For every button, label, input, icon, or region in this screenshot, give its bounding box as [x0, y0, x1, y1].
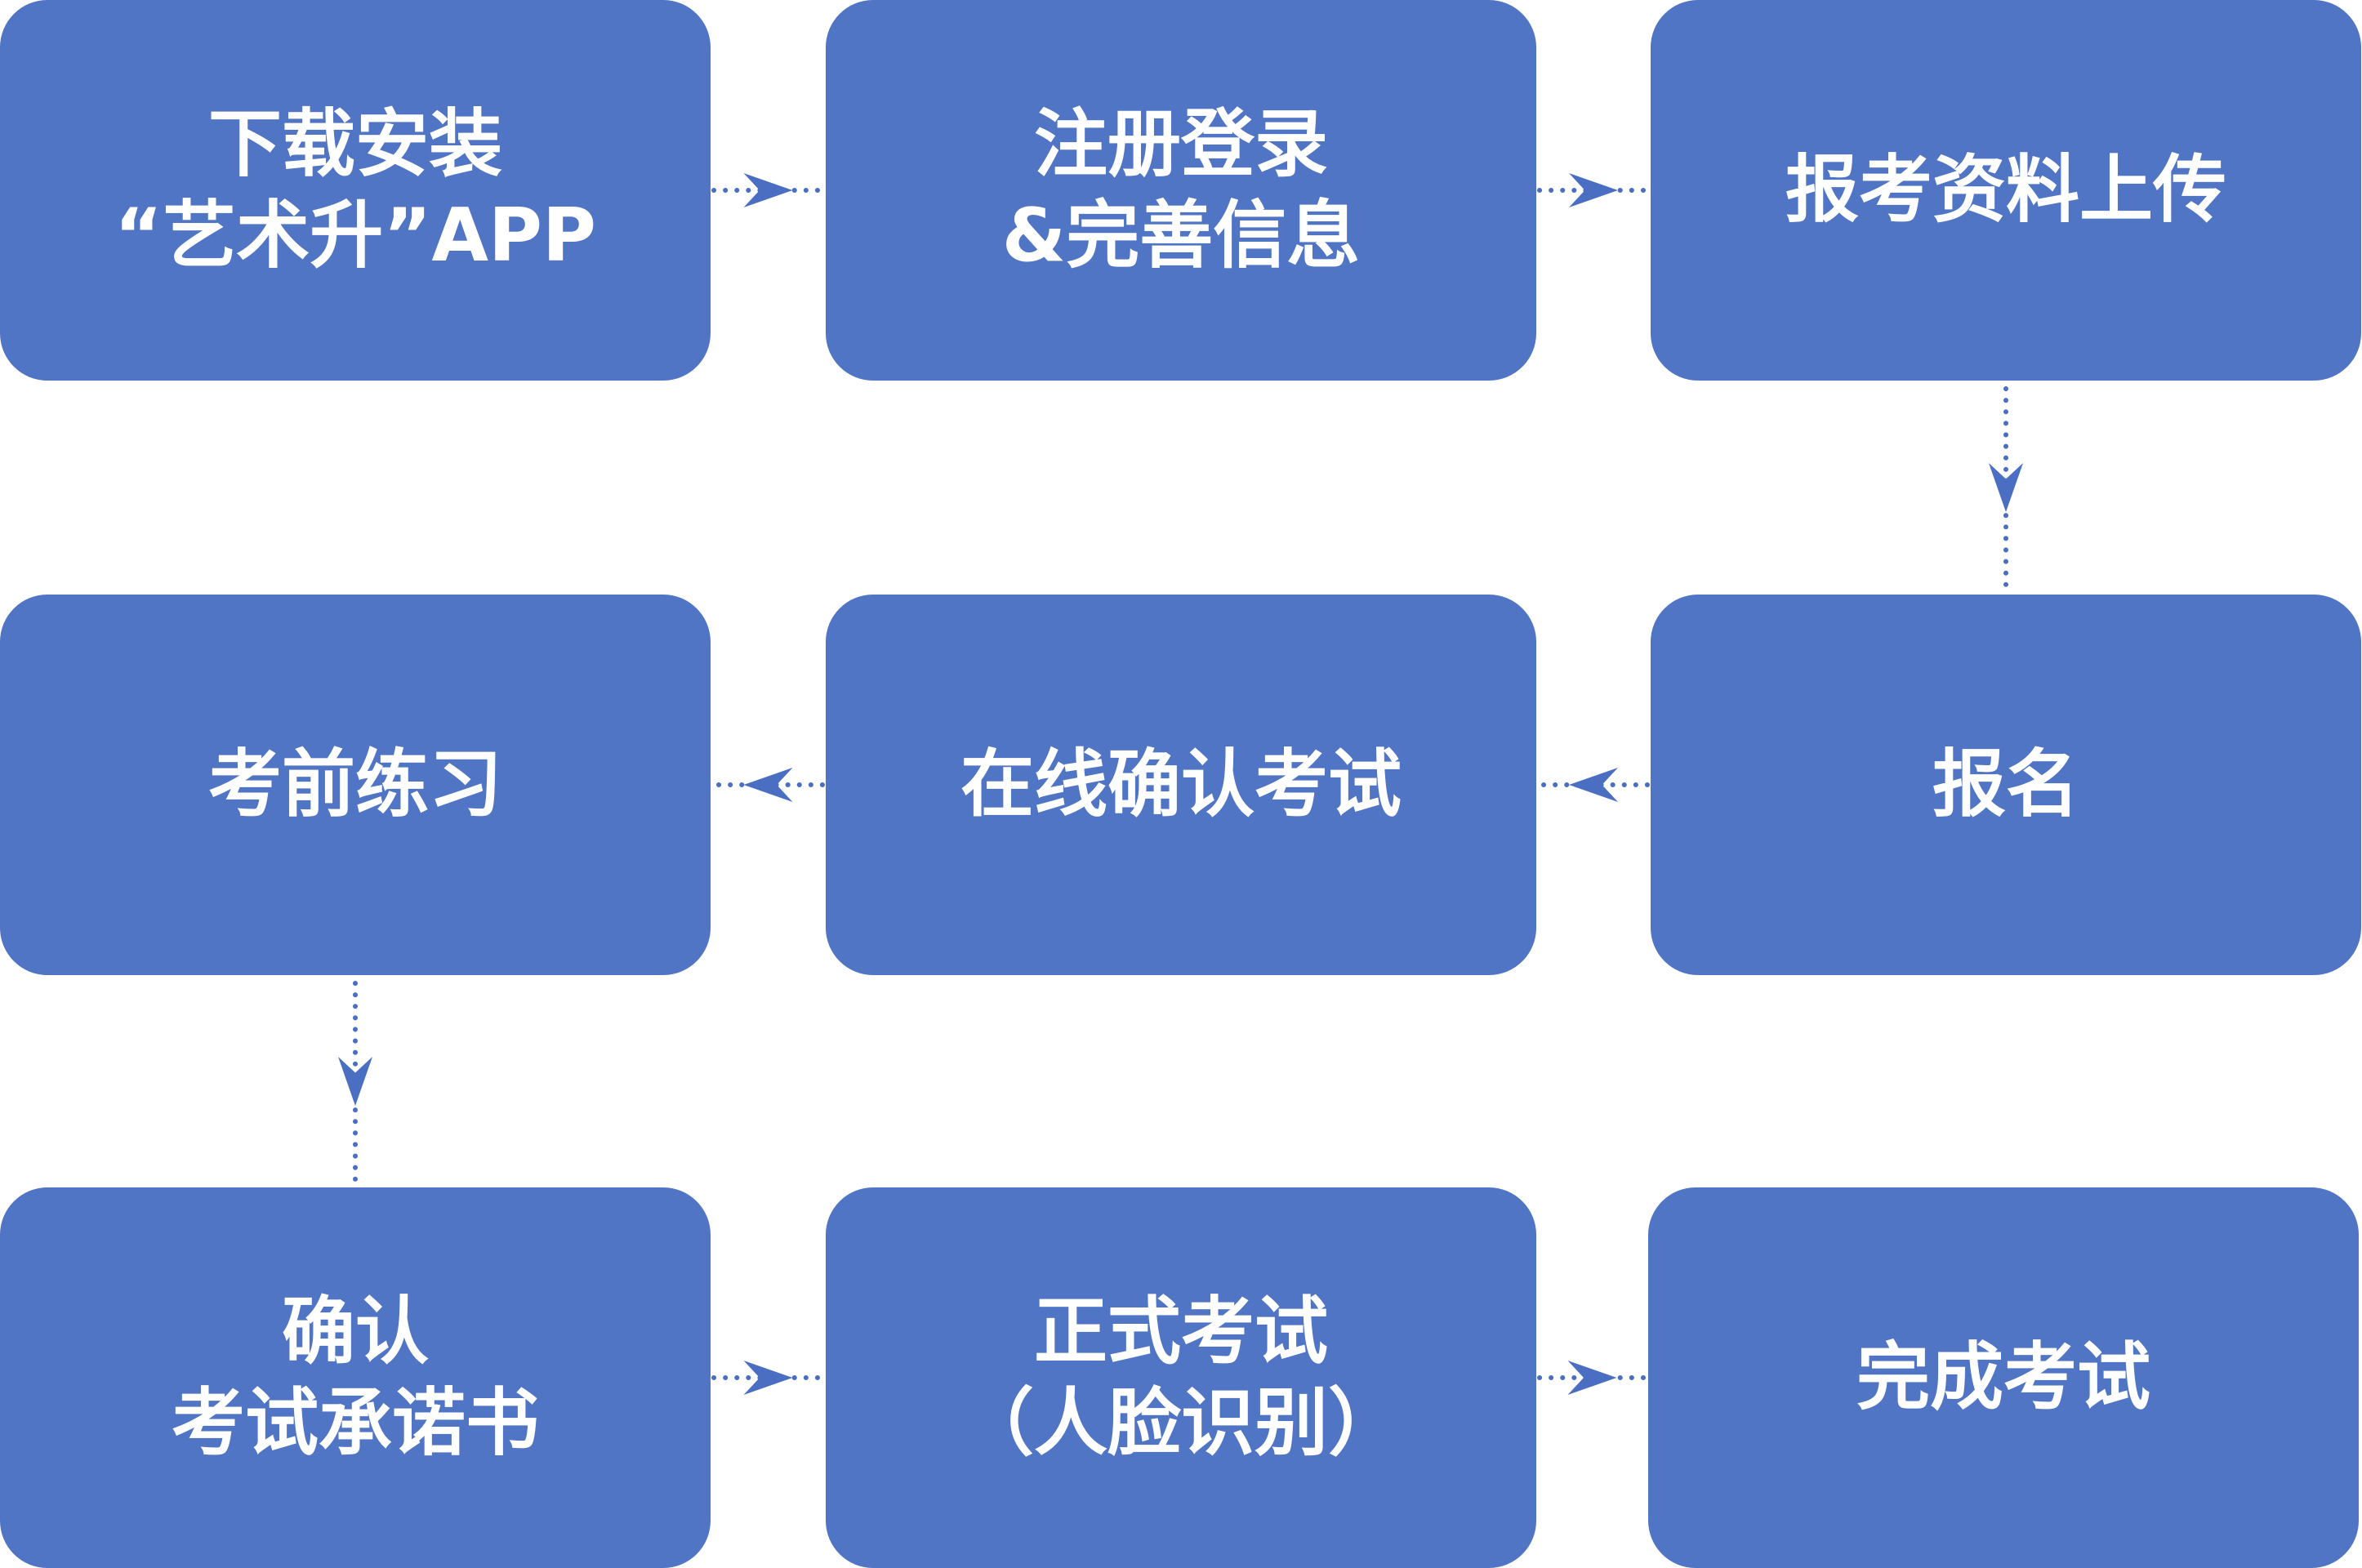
step-text-line: &完善信息	[1001, 193, 1361, 278]
step-text-line: 报名	[1932, 742, 2079, 827]
step-text-line: 报考资料上传	[1785, 147, 2226, 233]
connector-arrow	[338, 981, 372, 1182]
step-upload-materials: 报考资料上传	[1651, 0, 2361, 381]
step-text-line: 完成考试	[1856, 1334, 2150, 1420]
connector-arrow	[1989, 386, 2023, 589]
step-text-line: 下载安装	[208, 101, 502, 187]
step-text-line: 考试承诺书	[172, 1380, 539, 1466]
step-text-line: 注册登录	[1034, 101, 1328, 187]
connector-arrow	[711, 1361, 825, 1395]
step-text-line: 在线确认考试	[960, 742, 1402, 827]
step-text-line: 考前练习	[208, 742, 502, 827]
connector-arrow	[1537, 173, 1650, 207]
step-pre-exam-practice: 考前练习	[0, 595, 711, 975]
step-register-login: 注册登录 &完善信息	[826, 0, 1536, 381]
arrowhead-icon	[1567, 1361, 1617, 1395]
arrowhead-icon	[1569, 173, 1618, 207]
step-download-install-app: 下载安装 “艺术升”APP	[0, 0, 711, 381]
arrowhead-icon	[743, 173, 793, 207]
connector-arrow	[711, 173, 825, 207]
step-online-confirm-exam: 在线确认考试	[826, 595, 1536, 975]
arrowhead-icon	[1989, 463, 2023, 512]
connector-arrow	[1537, 768, 1650, 802]
step-sign-up: 报名	[1651, 595, 2361, 975]
arrowhead-icon	[1569, 768, 1618, 802]
connector-arrow	[1537, 1361, 1647, 1395]
step-text-line: 正式考试	[1034, 1289, 1328, 1374]
arrowhead-icon	[338, 1057, 372, 1106]
step-confirm-exam-pledge: 确认 考试承诺书	[0, 1187, 711, 1568]
step-text-line: “艺术升”APP	[114, 193, 596, 278]
connector-arrow	[711, 768, 825, 802]
step-complete-exam: 完成考试	[1648, 1187, 2359, 1568]
arrowhead-icon	[743, 1361, 793, 1395]
step-formal-exam-face-recognition: 正式考试 （人脸识别）	[826, 1187, 1536, 1568]
arrowhead-icon	[743, 768, 793, 802]
step-text-line: （人脸识别）	[960, 1380, 1402, 1466]
step-text-line: 确认	[282, 1289, 429, 1374]
